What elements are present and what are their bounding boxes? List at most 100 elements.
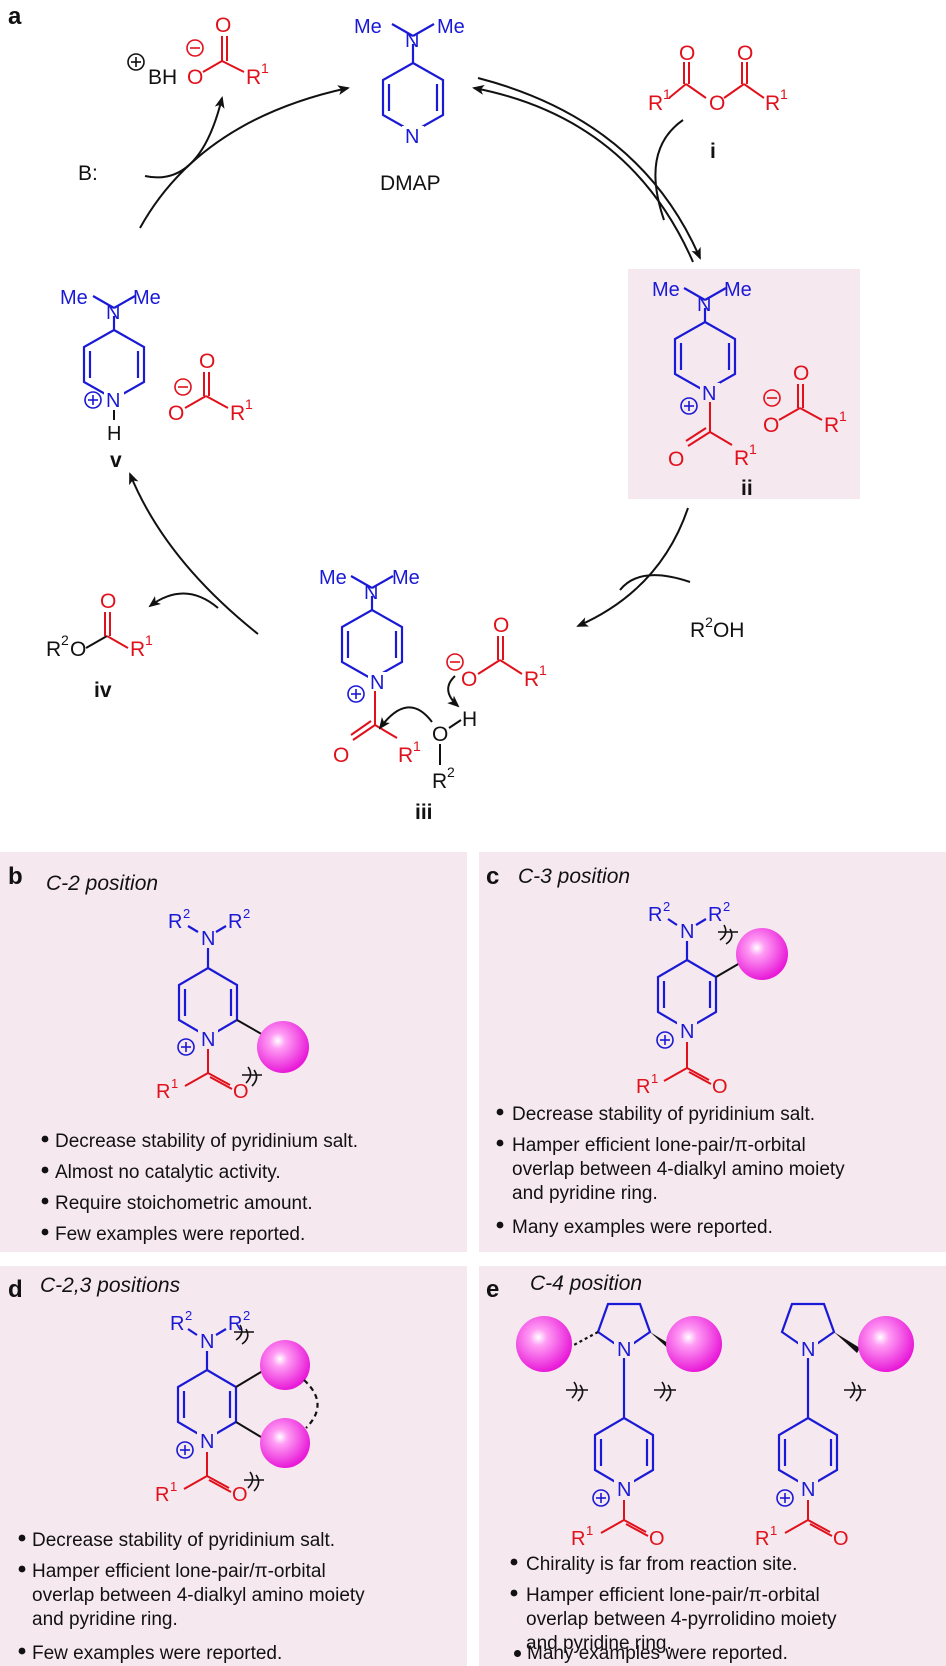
svg-text:O: O bbox=[793, 362, 809, 385]
svg-text:R: R bbox=[636, 1076, 650, 1098]
svg-text:iv: iv bbox=[94, 679, 112, 702]
svg-text:R: R bbox=[571, 1528, 585, 1550]
svg-text:R: R bbox=[432, 770, 447, 793]
svg-text:1: 1 bbox=[651, 1071, 658, 1086]
svg-text:1: 1 bbox=[663, 86, 671, 102]
bullet-text: Decrease stability of pyridinium salt. bbox=[55, 1131, 358, 1152]
bullet-text: Few examples were reported. bbox=[32, 1643, 282, 1664]
svg-text:R: R bbox=[46, 638, 61, 661]
svg-text:R: R bbox=[156, 1081, 170, 1103]
arrow-ii-to-dmap bbox=[472, 84, 694, 263]
bullet-text: overlap between 4-pyrrolidino moiety bbox=[526, 1609, 837, 1630]
bullet-text: and pyridine ring. bbox=[512, 1183, 658, 1204]
svg-text:R: R bbox=[648, 92, 663, 115]
svg-text:1: 1 bbox=[586, 1523, 593, 1538]
svg-text:N: N bbox=[680, 921, 694, 943]
steric-sphere bbox=[260, 1340, 310, 1390]
svg-text:v: v bbox=[110, 449, 122, 472]
svg-text:N: N bbox=[702, 383, 716, 405]
svg-text:N: N bbox=[200, 1331, 214, 1353]
bh-carboxylate-product: BH O O R 1 B: bbox=[78, 14, 269, 185]
svg-text:O: O bbox=[333, 744, 349, 767]
svg-text:O: O bbox=[100, 590, 116, 613]
svg-text:O: O bbox=[215, 14, 231, 37]
svg-text:1: 1 bbox=[170, 1479, 177, 1494]
svg-text:R2OH: R2OH bbox=[690, 614, 744, 642]
pyridinium-salt-v: N Me Me N H O O R 1 v bbox=[60, 287, 253, 472]
panel-c-bullets: Decrease stability of pyridinium salt. H… bbox=[496, 1104, 845, 1238]
bullet-text: Many examples were reported. bbox=[527, 1643, 788, 1664]
svg-text:O: O bbox=[168, 402, 184, 425]
svg-text:N: N bbox=[106, 302, 120, 324]
bullet-text: Chirality is far from reaction site. bbox=[526, 1554, 797, 1575]
panel-b-letter: b bbox=[8, 863, 23, 890]
svg-text:2: 2 bbox=[663, 899, 670, 914]
svg-text:Me: Me bbox=[133, 287, 161, 309]
bullet-text: Hamper efficient lone-pair/π-orbital bbox=[512, 1135, 806, 1156]
panel-b-structure: R 2 N R 2 N R 1 O bbox=[156, 906, 309, 1103]
bullet-text: Few examples were reported. bbox=[55, 1224, 305, 1245]
svg-text:1: 1 bbox=[413, 738, 421, 754]
svg-text:R: R bbox=[170, 1313, 184, 1335]
svg-text:Me: Me bbox=[354, 16, 382, 38]
svg-text:O: O bbox=[232, 1484, 248, 1506]
svg-text:R: R bbox=[228, 911, 242, 933]
svg-text:R: R bbox=[648, 904, 662, 926]
bullet-text: Almost no catalytic activity. bbox=[55, 1162, 281, 1183]
svg-text:R: R bbox=[824, 414, 839, 437]
svg-text:R: R bbox=[708, 904, 722, 926]
steric-sphere bbox=[516, 1316, 572, 1372]
panel-c-heading: C-3 position bbox=[518, 865, 630, 888]
svg-text:2: 2 bbox=[243, 1308, 250, 1323]
panel-c-background bbox=[479, 852, 946, 1252]
arrow-v-to-dmap bbox=[139, 85, 350, 229]
side-arrow-base bbox=[144, 96, 225, 179]
svg-text:R: R bbox=[755, 1528, 769, 1550]
panel-d-bullets: Decrease stability of pyridinium salt. H… bbox=[18, 1530, 365, 1664]
svg-text:1: 1 bbox=[749, 441, 757, 457]
svg-text:Me: Me bbox=[437, 16, 465, 38]
steric-sphere bbox=[858, 1316, 914, 1372]
svg-text:O: O bbox=[763, 414, 779, 437]
panel-d-heading: C-2,3 positions bbox=[40, 1274, 181, 1297]
svg-text:Me: Me bbox=[724, 279, 752, 301]
steric-sphere bbox=[257, 1021, 309, 1073]
svg-text:Me: Me bbox=[60, 287, 88, 309]
svg-text:R: R bbox=[130, 638, 145, 661]
panel-d-background bbox=[0, 1266, 467, 1666]
panel-e-structure-left: N N R 1 O bbox=[516, 1302, 722, 1550]
acylpyridinium-ii: N Me Me N O R 1 O O R 1 ii bbox=[652, 279, 847, 500]
svg-text:O: O bbox=[70, 638, 86, 661]
panel-e-final-bullet: Many examples were reported. bbox=[514, 1644, 788, 1664]
panel-c-structure: R 2 N R 2 N R 1 O bbox=[636, 899, 788, 1098]
svg-text:O: O bbox=[187, 66, 203, 89]
svg-text:R: R bbox=[168, 911, 182, 933]
svg-text:N: N bbox=[801, 1339, 815, 1361]
bullet-text: Hamper efficient lone-pair/π-orbital bbox=[526, 1585, 820, 1606]
svg-text:R: R bbox=[398, 744, 413, 767]
panel-e-heading: C-4 position bbox=[530, 1272, 642, 1295]
bullet-text: Decrease stability of pyridinium salt. bbox=[32, 1530, 335, 1551]
svg-text:Me: Me bbox=[319, 567, 347, 589]
svg-text:iii: iii bbox=[415, 801, 433, 824]
svg-text:1: 1 bbox=[770, 1523, 777, 1538]
panel-e-structure-right: N N R 1 O bbox=[755, 1302, 914, 1550]
svg-text:N: N bbox=[201, 928, 215, 950]
svg-text:N: N bbox=[680, 1021, 694, 1043]
catalytic-cycle-arrows bbox=[129, 77, 701, 635]
svg-text:O: O bbox=[737, 42, 753, 65]
steric-sphere bbox=[666, 1316, 722, 1372]
svg-text:1: 1 bbox=[839, 408, 847, 424]
side-arrow-iv-out bbox=[148, 592, 219, 609]
dmap-label: DMAP bbox=[380, 172, 441, 195]
svg-text:O: O bbox=[432, 723, 448, 746]
svg-text:O: O bbox=[833, 1528, 849, 1550]
svg-text:N: N bbox=[200, 1431, 214, 1453]
transition-iii: N Me Me N O R 1 O O R 1 O H R bbox=[319, 567, 547, 824]
svg-text:H: H bbox=[462, 708, 477, 731]
base-label: B: bbox=[78, 162, 98, 185]
svg-text:2: 2 bbox=[61, 632, 69, 648]
svg-text:N: N bbox=[370, 672, 384, 694]
panel-e-bullets: Chirality is far from reaction site. Ham… bbox=[510, 1554, 837, 1654]
svg-text:R: R bbox=[230, 402, 245, 425]
